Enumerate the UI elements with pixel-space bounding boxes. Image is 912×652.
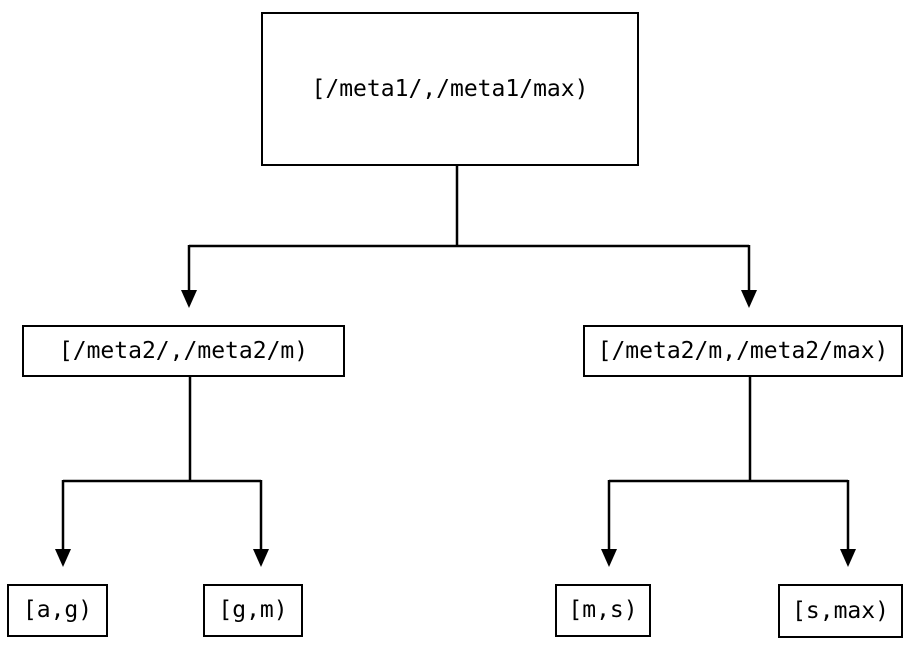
edge-group-root-to-children <box>181 166 757 308</box>
tree-node-leaf-s-max: [s,max) <box>778 584 903 638</box>
edge-left-to-ag-arrowhead <box>55 549 71 567</box>
edge-right-to-smax-arrowhead <box>840 549 856 567</box>
edge-left-to-gm-arrowhead <box>253 549 269 567</box>
tree-node-meta2-right: [/meta2/m,/meta2/max) <box>583 325 903 377</box>
tree-node-leaf-s-max-label: [s,max) <box>792 597 889 624</box>
tree-node-leaf-m-s: [m,s) <box>555 584 651 637</box>
tree-node-meta2-left: [/meta2/,/meta2/m) <box>22 325 345 377</box>
tree-node-leaf-a-g-label: [a,g) <box>22 597 93 623</box>
edge-group-left-to-children <box>55 377 269 567</box>
edge-root-to-left-arrowhead <box>181 290 197 308</box>
tree-node-meta2-right-label: [/meta2/m,/meta2/max) <box>597 337 889 364</box>
tree-node-root-label: [/meta1/,/meta1/max) <box>311 75 589 102</box>
tree-node-leaf-g-m-label: [g,m) <box>218 597 288 623</box>
tree-node-root: [/meta1/,/meta1/max) <box>261 12 639 166</box>
edge-right-to-ms-arrowhead <box>601 549 617 567</box>
tree-node-meta2-left-label: [/meta2/,/meta2/m) <box>58 337 309 364</box>
tree-node-leaf-m-s-label: [m,s) <box>568 597 638 623</box>
tree-node-leaf-a-g: [a,g) <box>7 584 108 637</box>
tree-node-leaf-g-m: [g,m) <box>203 584 303 637</box>
edge-root-to-right-arrowhead <box>741 290 757 308</box>
edge-group-right-to-children <box>601 377 856 567</box>
